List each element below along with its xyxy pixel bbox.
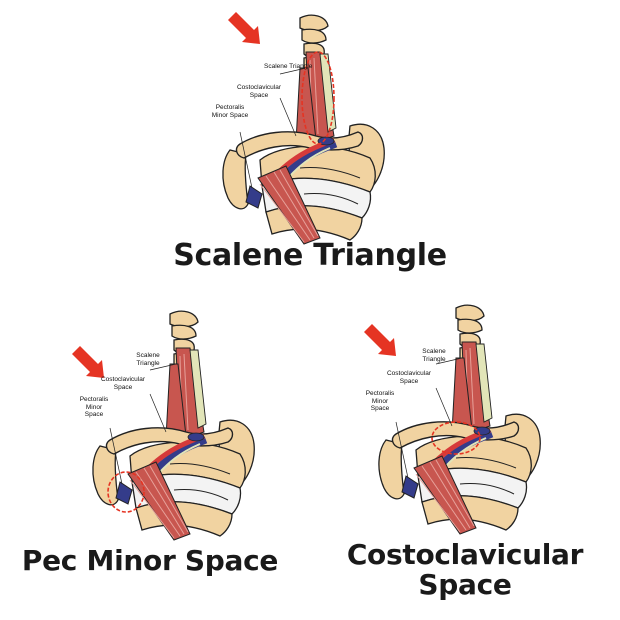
panel-pec-minor-space: Scalene Triangle Costoclavicular Space P… — [70, 304, 270, 544]
humerus — [222, 149, 249, 210]
caption-costoclavicular-space: Costoclavicular Space — [346, 538, 584, 602]
coracoid-process — [401, 475, 419, 499]
panel-costoclavicular-space: Scalene Triangle Costoclavicular Space P… — [356, 298, 556, 538]
coracoid-process — [245, 185, 263, 209]
humerus — [92, 445, 119, 506]
dashed-circle-icon — [301, 51, 335, 145]
coracoid-process — [115, 481, 133, 505]
label-costoclavicular-space: Costoclavicular Space — [236, 84, 282, 99]
label-scalene-triangle: Scalene Triangle — [264, 63, 313, 70]
leader-lines — [395, 357, 463, 479]
label-pectoralis-minor-space: Pectoralis Minor Space — [211, 104, 249, 119]
label-costoclavicular-space: Costoclavicular Space — [386, 370, 432, 385]
label-scalene-triangle: Scalene Triangle — [136, 352, 160, 367]
pectoralis-minor — [257, 165, 321, 245]
panel-scalene-triangle: Scalene Triangle Costoclavicular Space P… — [200, 8, 400, 248]
anatomy-illustration — [72, 310, 255, 541]
humerus — [378, 439, 405, 500]
red-arrow-icon — [72, 346, 104, 378]
caption-scalene-triangle: Scalene Triangle — [173, 238, 447, 273]
scalene-muscles — [295, 51, 337, 145]
pectoralis-minor — [127, 461, 191, 541]
anatomy-illustration — [222, 12, 385, 245]
pectoralis-minor — [413, 455, 477, 535]
label-pectoralis-minor-space: Pectoralis Minor Space — [79, 396, 109, 418]
dashed-circle-icon — [107, 471, 145, 513]
leader-lines — [109, 363, 177, 485]
anatomy-illustration — [364, 304, 541, 535]
caption-pec-minor-space: Pec Minor Space — [21, 544, 279, 577]
label-pectoralis-minor-space: Pectoralis Minor Space — [365, 390, 395, 412]
red-arrow-icon — [364, 324, 396, 356]
scalene-muscles — [165, 347, 207, 441]
red-arrow-icon — [228, 12, 260, 44]
scalene-muscles — [451, 341, 493, 435]
label-costoclavicular-space: Costoclavicular Space — [100, 376, 146, 391]
leader-lines — [239, 67, 307, 189]
label-scalene-triangle: Scalene Triangle — [422, 348, 446, 363]
dashed-circle-icon — [431, 421, 481, 455]
